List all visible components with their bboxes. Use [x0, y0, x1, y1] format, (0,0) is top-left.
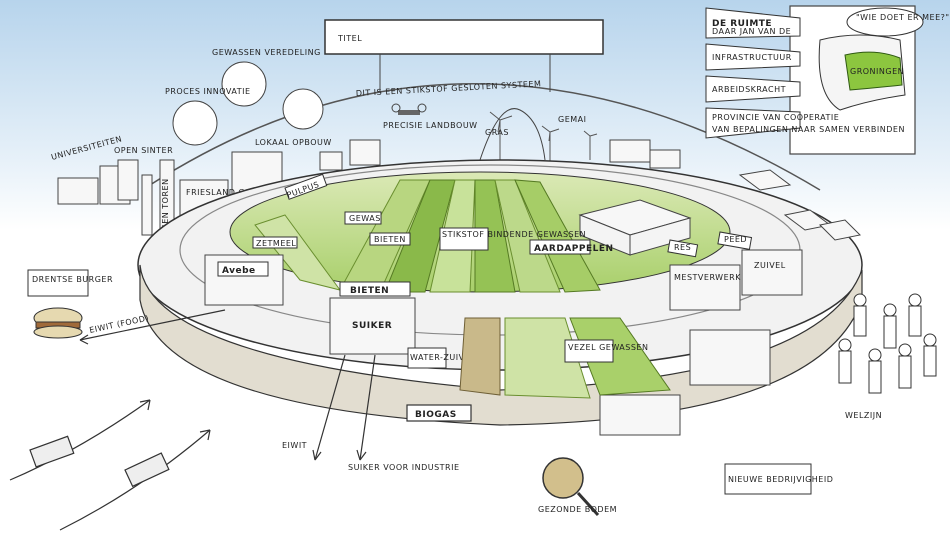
plant-bieten-label: BIETEN	[350, 286, 389, 296]
panel-sub-ruimte: DAAR JAN VAN DE	[712, 27, 791, 36]
label-gezonde-bodem: GEZONDE BODEM	[538, 505, 617, 514]
panel-item-infrastructuur: INFRASTRUCTUUR	[712, 53, 792, 62]
dome-arc	[149, 83, 821, 191]
label-gras: GRAS	[485, 128, 509, 137]
sign-aardappelen: AARDAPPELEN	[534, 244, 614, 254]
top-right-panel: GRONINGEN "WIE DOET ER MEE?"	[789, 5, 950, 155]
panel-arrows: DE RUIMTE DAAR JAN VAN DE INFRASTRUCTUUR…	[705, 7, 905, 139]
sign-peed: PEED	[724, 235, 747, 244]
wind-turbines	[479, 108, 598, 162]
farm-buildings	[578, 169, 862, 256]
plant-bieten: BIETEN	[339, 281, 411, 297]
bubble-proces	[172, 100, 218, 146]
output-eiwit: EIWIT	[282, 441, 307, 450]
panel-item-arbeidskracht: ARBEIDSKRACHT	[712, 85, 786, 94]
plant-suiker-label: SUIKER	[352, 321, 392, 331]
plant-avebe: Avebe	[204, 254, 284, 306]
output-arrows	[79, 309, 376, 461]
title-text: TITEL	[337, 34, 362, 43]
plant-avebe-label: Avebe	[222, 266, 256, 276]
label-welzijn: WELZIJN	[845, 411, 882, 420]
title-box: TITEL	[324, 19, 604, 92]
bubble-lokaal	[282, 88, 324, 130]
field-vezel-label: VEZEL GEWASSEN	[568, 343, 648, 352]
lower-fields: VEZEL GEWASSEN	[459, 317, 671, 399]
label-precisie: PRECISIE LANDBOUW	[383, 121, 478, 130]
panel-bubble: "WIE DOET ER MEE?"	[856, 13, 950, 22]
label-friesland: FRIESLAND CAMPINA	[186, 188, 279, 197]
label-gemai: GEMAI	[558, 115, 587, 124]
crowd	[838, 293, 937, 394]
plant-water-label: WATER-ZUIVERING	[410, 353, 492, 362]
bubble-label-lokaal: LOKAAL OPBOUW	[255, 138, 332, 147]
biogas-sign: BIOGAS	[406, 404, 472, 422]
drentse-burger: DRENTSE BURGER	[27, 269, 113, 339]
sign-bieten: BIETEN	[374, 235, 406, 244]
plant-mest-label: MESTVERWERKING	[674, 273, 757, 282]
plant-zuivel: ZUIVEL	[741, 249, 803, 296]
label-open-sinter: OPEN SINTER	[114, 146, 173, 155]
bubble-gewassen	[221, 61, 267, 107]
plant-factory-right	[599, 329, 771, 436]
region-label: GRONINGEN	[850, 67, 904, 76]
magnifier-icon	[542, 457, 600, 517]
panel-item-ruimte: DE RUIMTE	[712, 19, 772, 29]
field-signs: PULPUS GEWAS ZETMEEL BIETEN STIKSTOF BIN…	[252, 173, 753, 258]
sign-res: RES	[674, 243, 691, 252]
label-nieuwe: NIEUWE BEDRIJVIGHEID	[728, 475, 833, 484]
panel-item-provincie: PROVINCIE VAN COOPERATIE	[712, 113, 839, 122]
output-suiker-industrie: SUIKER VOOR INDUSTRIE	[348, 463, 460, 472]
sign-gewas: GEWAS	[349, 214, 381, 223]
drentse-burger-label: DRENTSE BURGER	[32, 275, 113, 284]
idea-bubbles: GEWASSEN VEREDELING PROCES INNOVATIE LOK…	[165, 48, 332, 147]
sign-stikstof: STIKSTOF BINDENDE GEWASSEN	[442, 230, 586, 239]
field-stripes	[254, 179, 601, 293]
transport-arrows	[9, 399, 211, 531]
bubble-label-gewassen: GEWASSEN VEREDELING	[212, 48, 321, 57]
groningen-region	[844, 51, 903, 91]
plant-suiker: SUIKER	[329, 297, 416, 355]
biogas-label: BIOGAS	[415, 410, 457, 420]
panel-sub-cooperatie: VAN BEPALINGEN NAAR SAMEN VERBINDEN	[712, 125, 905, 134]
bubble-label-proces: PROCES INNOVATIE	[165, 87, 251, 96]
plant-mestverwerking: MESTVERWERKING	[669, 264, 757, 311]
plant-waterzuivering: WATER-ZUIVERING	[407, 347, 492, 369]
plant-zuivel-label: ZUIVEL	[754, 261, 786, 270]
sign-zetmeel: ZETMEEL	[256, 239, 296, 248]
drone-icon	[391, 103, 427, 115]
label-drogen-toren: DROGEN TOREN	[161, 178, 170, 250]
nieuwe-sign: NIEUWE BEDRIJVIGHEID	[724, 463, 833, 495]
